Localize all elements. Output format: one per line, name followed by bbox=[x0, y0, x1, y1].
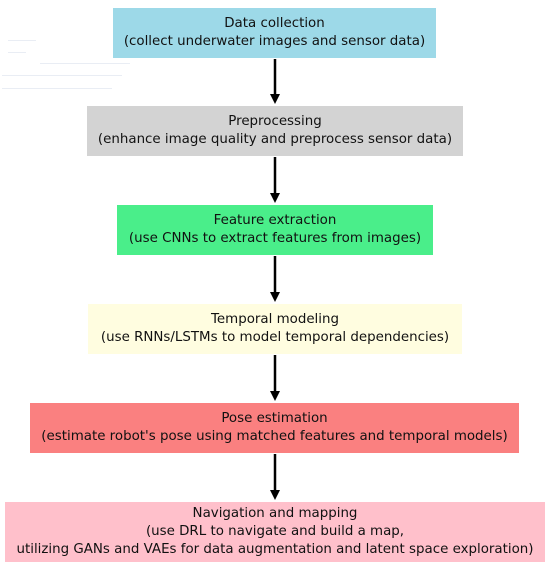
arrowhead-2 bbox=[270, 292, 280, 302]
step-title: Data collection bbox=[224, 16, 325, 31]
step-description: (use CNNs to extract features from image… bbox=[128, 231, 422, 246]
arrowhead-4 bbox=[270, 490, 280, 500]
step-description: (enhance image quality and preprocess se… bbox=[97, 132, 453, 147]
step-title: Feature extraction bbox=[213, 213, 337, 228]
step-description: (use DRL to navigate and build a map, bbox=[145, 524, 405, 539]
arrowhead-3 bbox=[270, 391, 280, 401]
step-data-collection: Data collection (collect underwater imag… bbox=[113, 8, 436, 58]
step-navigation-and-mapping: Navigation and mapping (use DRL to navig… bbox=[5, 502, 545, 562]
step-title: Temporal modeling bbox=[211, 312, 339, 327]
step-title: Navigation and mapping bbox=[192, 506, 358, 521]
step-pose-estimation: Pose estimation (estimate robot's pose u… bbox=[30, 403, 519, 453]
step-temporal-modeling: Temporal modeling (use RNNs/LSTMs to mod… bbox=[88, 304, 462, 354]
step-preprocessing: Preprocessing (enhance image quality and… bbox=[87, 106, 463, 156]
background-watermark bbox=[0, 0, 130, 110]
step-title: Preprocessing bbox=[228, 114, 322, 129]
step-description: (use RNNs/LSTMs to model temporal depend… bbox=[100, 330, 450, 345]
arrowhead-1 bbox=[270, 193, 280, 203]
arrowhead-0 bbox=[270, 94, 280, 104]
step-description: (collect underwater images and sensor da… bbox=[123, 34, 426, 49]
step-feature-extraction: Feature extraction (use CNNs to extract … bbox=[117, 205, 433, 255]
step-description: (estimate robot's pose using matched fea… bbox=[41, 429, 508, 444]
step-title: Pose estimation bbox=[221, 411, 328, 426]
step-description-continued: utilizing GANs and VAEs for data augment… bbox=[16, 542, 534, 557]
